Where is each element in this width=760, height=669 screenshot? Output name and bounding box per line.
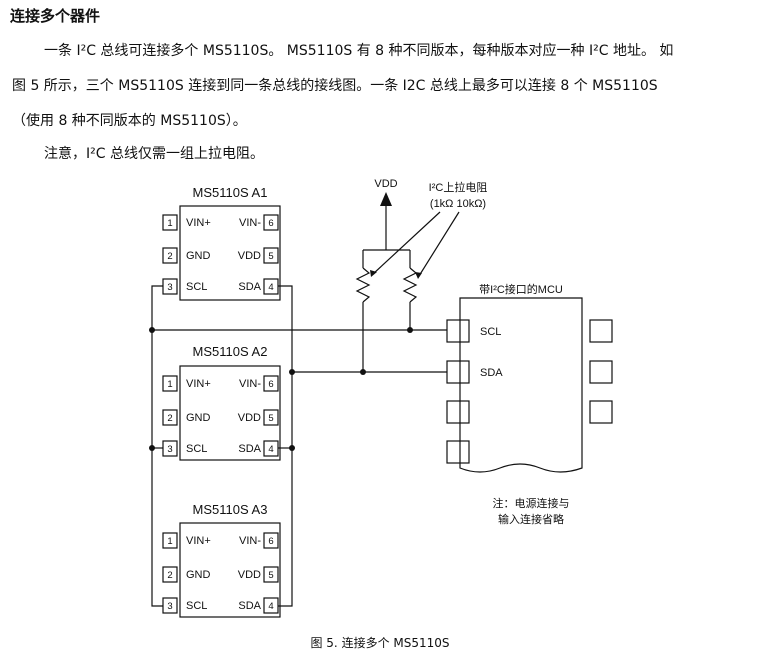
figure-caption: 图 5. 连接多个 MS5110S [310,636,450,650]
svg-text:VDD: VDD [238,250,261,262]
chip-a1-body [179,205,281,301]
svg-text:1: 1 [167,536,172,547]
chip-a3-body [179,522,281,618]
chip-a3-title: MS5110S A3 [193,502,268,517]
svg-text:VIN-: VIN- [239,378,261,390]
vdd-label: VDD [374,178,397,190]
note-line-1: 注：电源连接与 [493,496,570,510]
svg-text:GND: GND [186,412,211,424]
svg-text:6: 6 [268,379,273,390]
paragraph-1: 一条 I²C 总线可连接多个 MS5110S。 MS5110S 有 8 种不同版… [44,43,674,59]
wiring-diagram: MS5110S A1 MS5110S A2 MS5110S A3 1 2 3 6… [149,178,613,618]
svg-text:SCL: SCL [186,600,207,612]
svg-text:VDD: VDD [238,569,261,581]
paragraph-4: 注意，I²C 总线仅需一组上拉电阻。 [44,146,264,162]
svg-text:2: 2 [167,570,172,581]
svg-text:4: 4 [268,282,273,293]
svg-text:4: 4 [268,601,273,612]
svg-text:GND: GND [186,250,211,262]
svg-text:5: 5 [268,413,273,424]
svg-text:SCL: SCL [186,443,207,455]
chip-a2-title: MS5110S A2 [193,344,268,359]
vdd-arrow-icon [380,192,392,206]
pullup-values: (1kΩ 10kΩ) [430,198,486,210]
chip-a2-body [179,365,281,461]
svg-text:GND: GND [186,569,211,581]
svg-text:2: 2 [167,251,172,262]
svg-text:1: 1 [167,218,172,229]
svg-text:3: 3 [167,601,172,612]
svg-text:3: 3 [167,282,172,293]
svg-text:SDA: SDA [238,600,261,612]
svg-text:2: 2 [167,413,172,424]
svg-text:3: 3 [167,444,172,455]
svg-text:VIN+: VIN+ [186,535,211,547]
section-heading: 连接多个器件 [10,7,101,25]
svg-text:VIN+: VIN+ [186,378,211,390]
svg-text:4: 4 [268,444,273,455]
paragraph-2: 图 5 所示，三个 MS5110S 连接到同一条总线的接线图。一条 I2C 总线… [12,78,658,94]
mcu-scl-label: SCL [480,326,501,338]
pullup-resistor-1 [355,267,371,303]
pullup-resistor-2 [402,267,418,303]
svg-text:SDA: SDA [238,443,261,455]
svg-text:SDA: SDA [238,281,261,293]
mcu-title: 带I²C接口的MCU [479,282,563,296]
svg-text:SCL: SCL [186,281,207,293]
svg-text:VIN+: VIN+ [186,217,211,229]
pullup-label: I²C上拉电阻 [429,180,488,194]
svg-text:VIN-: VIN- [239,535,261,547]
svg-text:6: 6 [268,536,273,547]
svg-text:VIN-: VIN- [239,217,261,229]
svg-text:6: 6 [268,218,273,229]
paragraph-3: （使用 8 种不同版本的 MS5110S）。 [12,113,247,129]
chip-a1-title: MS5110S A1 [193,185,268,200]
svg-text:5: 5 [268,570,273,581]
svg-text:VDD: VDD [238,412,261,424]
svg-text:1: 1 [167,379,172,390]
note-line-2: 输入连接省略 [498,512,564,526]
mcu-body [459,297,583,473]
svg-text:5: 5 [268,251,273,262]
mcu-sda-label: SDA [480,367,503,379]
